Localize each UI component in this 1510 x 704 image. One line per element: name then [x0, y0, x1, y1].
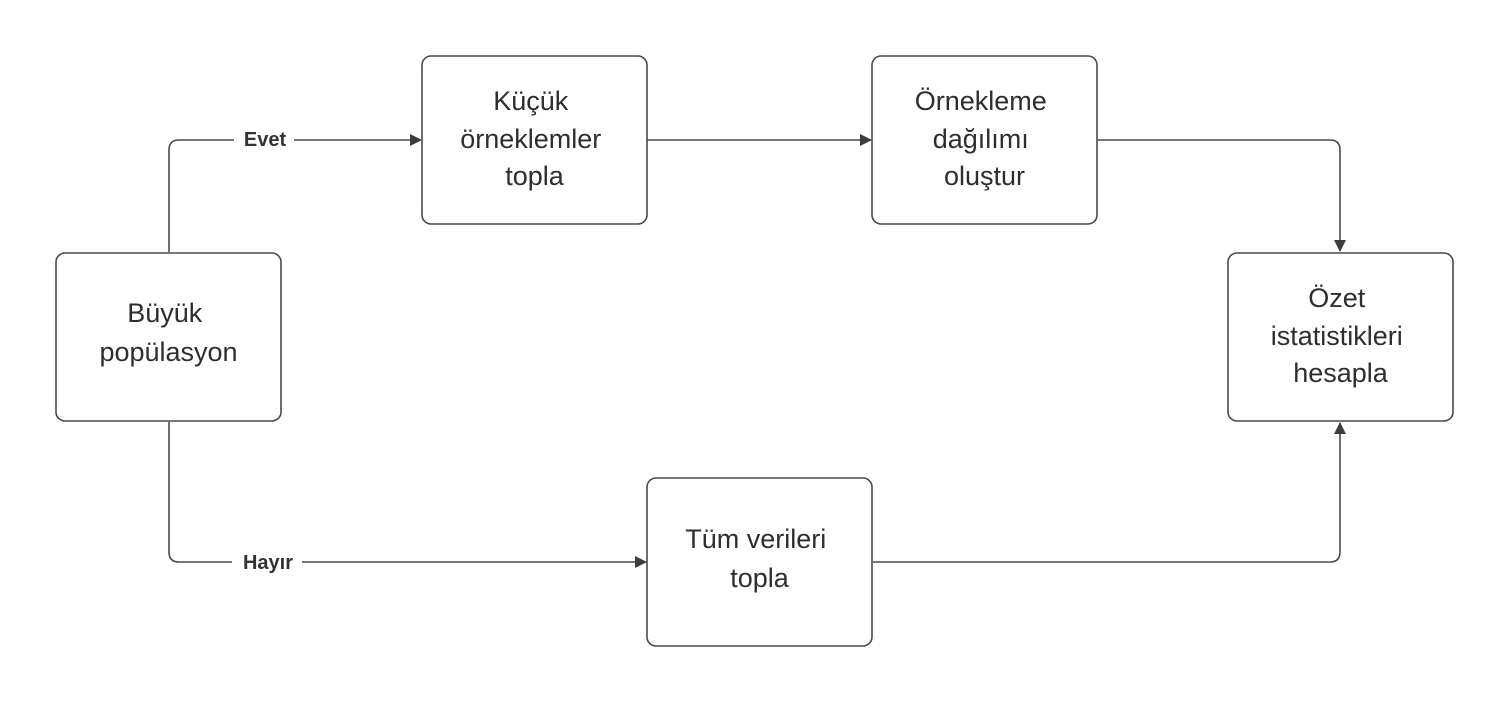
node-compute-summary-statistics-line-2: istatistikleri: [1271, 321, 1403, 351]
node-build-sampling-distribution-label: Örnekleme dağılımı oluştur: [915, 86, 1055, 191]
node-collect-small-samples-label: Küçük örneklemler topla: [460, 86, 609, 191]
node-large-population-line-2: popülasyon: [99, 337, 237, 367]
edge-all-data-to-summary-stats: [873, 422, 1346, 563]
edge-label-yes-text: Evet: [244, 129, 287, 151]
node-compute-summary-statistics-line-3: hesapla: [1293, 358, 1389, 388]
node-compute-summary-statistics[interactable]: Özet istatistikleri hesapla: [1227, 252, 1454, 422]
node-collect-small-samples-line-2: örneklemler: [460, 124, 601, 154]
node-build-sampling-distribution[interactable]: Örnekleme dağılımı oluştur: [871, 55, 1098, 225]
edge-label-yes: Evet: [234, 126, 294, 152]
node-collect-small-samples[interactable]: Küçük örneklemler topla: [421, 55, 648, 225]
edge-population-to-all-data: [168, 422, 647, 568]
node-large-population[interactable]: Büyük popülasyon: [55, 252, 282, 422]
node-collect-all-data[interactable]: Tüm verileri topla: [646, 477, 873, 647]
edge-sampling-distribution-to-summary-stats: [1098, 139, 1346, 252]
edge-label-no: Hayır: [232, 549, 302, 575]
node-collect-small-samples-line-1: Küçük: [493, 86, 569, 116]
node-collect-all-data-label: Tüm verileri topla: [685, 524, 834, 593]
node-compute-summary-statistics-line-1: Özet: [1308, 283, 1366, 313]
node-large-population-label: Büyük popülasyon: [99, 298, 237, 367]
node-build-sampling-distribution-line-1: Örnekleme: [915, 86, 1047, 116]
edge-label-no-text: Hayır: [243, 552, 293, 574]
edge-population-to-small-samples: [168, 134, 422, 252]
node-large-population-line-1: Büyük: [127, 298, 203, 328]
node-collect-small-samples-line-3: topla: [505, 161, 565, 191]
node-collect-all-data-line-1: Tüm verileri: [685, 524, 826, 554]
node-build-sampling-distribution-line-3: oluştur: [944, 161, 1025, 191]
node-collect-all-data-line-2: topla: [730, 563, 790, 593]
node-compute-summary-statistics-label: Özet istatistikleri hesapla: [1271, 283, 1411, 388]
node-build-sampling-distribution-line-2: dağılımı: [933, 124, 1029, 154]
